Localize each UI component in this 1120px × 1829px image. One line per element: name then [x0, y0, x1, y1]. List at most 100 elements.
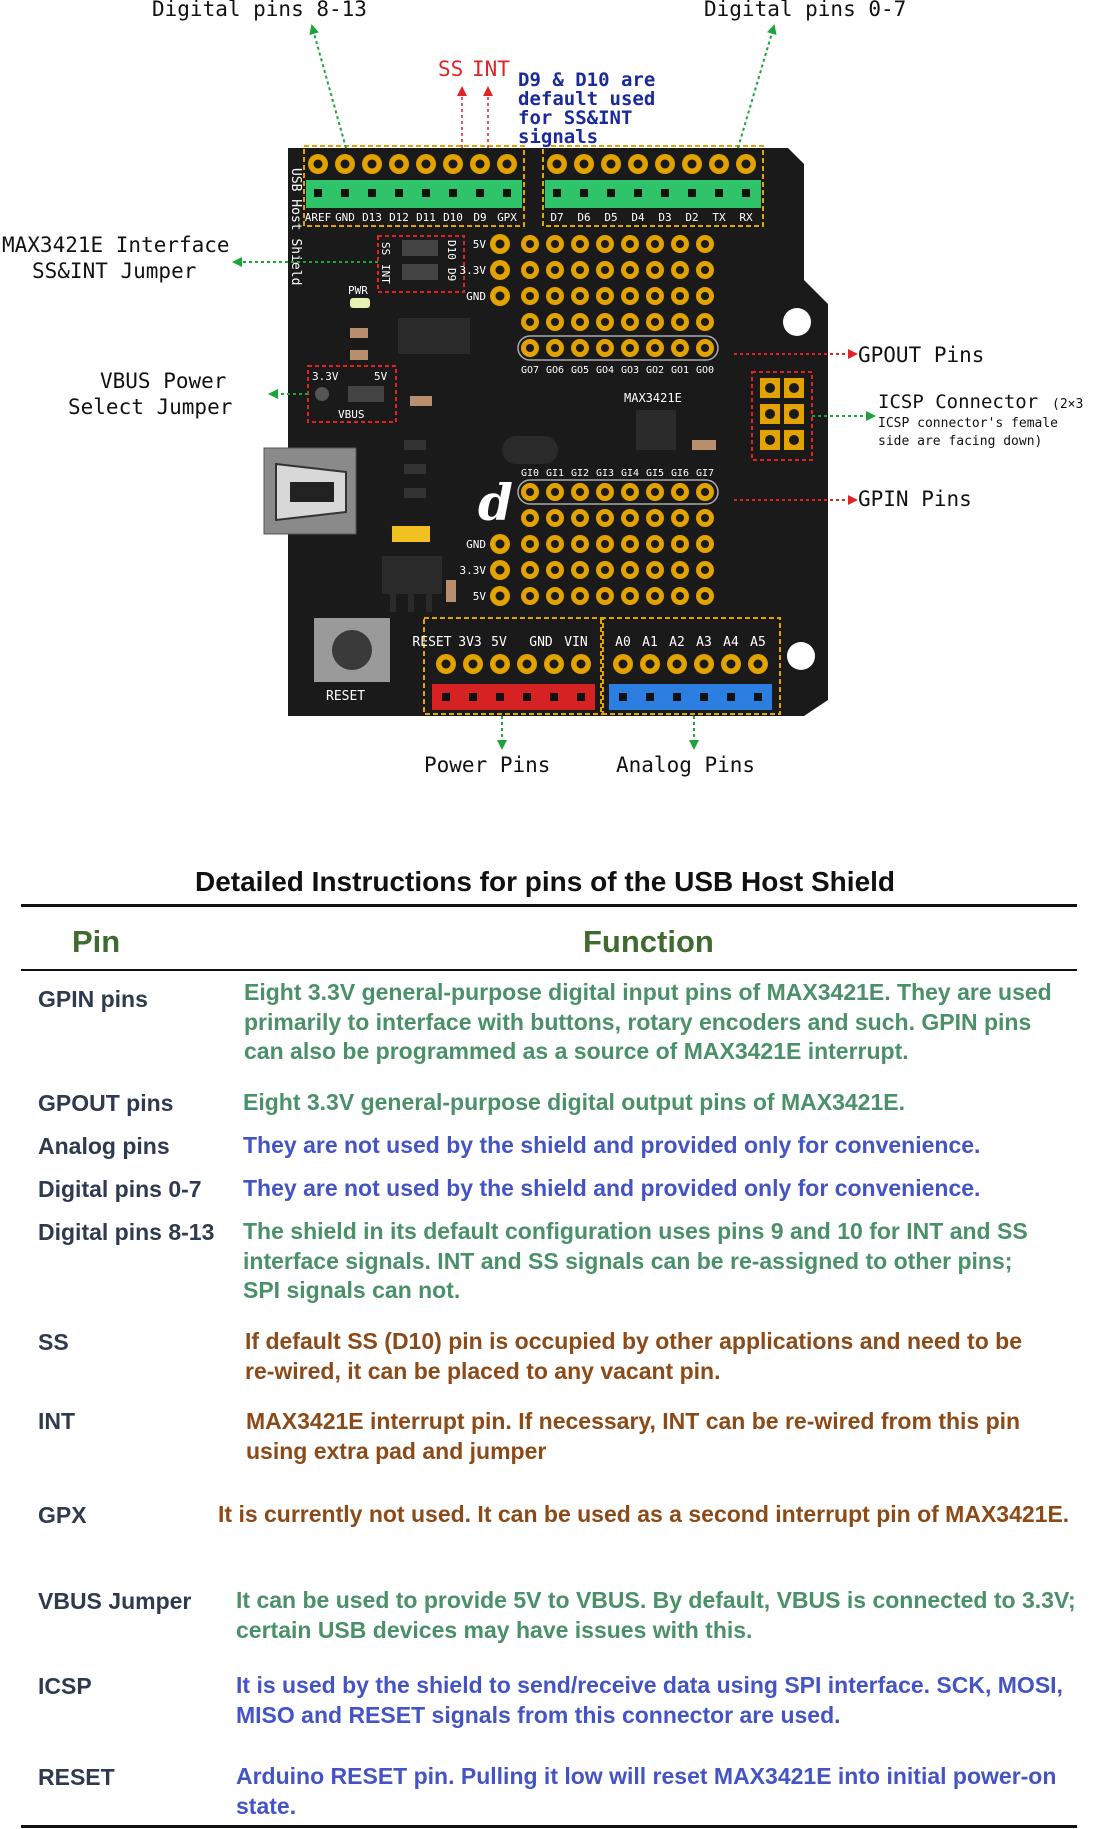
mount-hole	[787, 642, 815, 670]
label-vbus-1: VBUS Power	[100, 369, 226, 393]
pin-hole	[625, 591, 635, 601]
pin-hole	[600, 265, 610, 275]
pin-hole	[502, 159, 512, 169]
pin-name: SS	[38, 1329, 69, 1355]
header-socket	[553, 189, 561, 197]
pin-hole	[700, 265, 710, 275]
pin-hole	[448, 159, 458, 169]
gpo-label: GO1	[671, 365, 689, 376]
header-pin-label: 3V3	[458, 635, 481, 650]
header-pin-label: GND	[335, 211, 355, 224]
pin-hole	[699, 659, 709, 669]
note-line: D9 & D10 are	[518, 69, 655, 91]
pin-hole	[550, 565, 560, 575]
label-power: Power Pins	[424, 753, 550, 777]
gpi-label: GI7	[696, 468, 714, 479]
header-pin-label: 5V	[491, 635, 507, 650]
header-socket	[496, 693, 504, 701]
pin-hole	[700, 565, 710, 575]
icsp-connector	[760, 378, 804, 450]
component	[398, 318, 470, 354]
header-pin-label: GPX	[497, 211, 517, 224]
pin-hole	[650, 239, 660, 249]
jumper-row-label: SS	[379, 242, 392, 255]
pin-hole	[525, 513, 535, 523]
female-header	[609, 684, 772, 710]
volt-label: 5V	[473, 238, 487, 251]
female-header	[306, 180, 522, 208]
pin-hole	[495, 265, 505, 275]
label-icsp-2: ICSP connector's female	[878, 416, 1058, 431]
pin-hole	[600, 591, 610, 601]
label-digital-8-13: Digital pins 8-13	[152, 0, 367, 21]
gpi-label: GI4	[621, 468, 639, 479]
pin-hole	[550, 317, 560, 327]
gpi-label: GI0	[521, 468, 539, 479]
pin-hole	[579, 159, 589, 169]
header-pin-label: D4	[631, 211, 645, 224]
pin-hole	[600, 317, 610, 327]
header-socket	[754, 693, 762, 701]
label-max-jumper-1: MAX3421E Interface	[2, 233, 230, 257]
header-socket	[341, 189, 349, 197]
pin-hole	[550, 291, 560, 301]
header-socket	[469, 693, 477, 701]
gpo-outline	[517, 335, 719, 361]
pin-hole	[625, 265, 635, 275]
pin-hole	[625, 565, 635, 575]
table-top-rule	[21, 904, 1077, 907]
pin-hole	[650, 487, 660, 497]
gpo-label: GO4	[596, 365, 614, 376]
pin-hole	[575, 239, 585, 249]
header-socket	[368, 189, 376, 197]
pin-function: They are not used by the shield and prov…	[243, 1175, 981, 1201]
component	[404, 488, 426, 498]
pin-function: It is currently not used. It can be used…	[218, 1501, 1070, 1527]
header-pin-label: D7	[550, 211, 563, 224]
header-socket	[673, 693, 681, 701]
voltage-regulator	[382, 556, 442, 594]
header-socket	[523, 693, 531, 701]
pin-hole	[550, 539, 560, 549]
arrow-digital-0-7	[737, 24, 777, 149]
pin-hole	[575, 343, 585, 353]
label-vbus-2: Select Jumper	[68, 395, 232, 419]
pin-hole	[575, 317, 585, 327]
reset-button-cap[interactable]	[332, 630, 372, 670]
header-pin-label: D10	[443, 211, 463, 224]
pin-hole	[394, 159, 404, 169]
header-socket	[742, 189, 750, 197]
pin-hole	[650, 343, 660, 353]
gpi-label: GI6	[671, 468, 689, 479]
capacitor	[410, 396, 432, 406]
header-pin-label: GND	[529, 635, 553, 650]
pin-hole	[650, 513, 660, 523]
pin-hole	[625, 343, 635, 353]
pin-hole	[600, 239, 610, 249]
header-socket	[580, 189, 588, 197]
header-outline	[542, 145, 764, 227]
pin-hole	[550, 265, 560, 275]
pin-function: The shield in its default configuration …	[243, 1218, 1028, 1303]
pin-hole	[675, 265, 685, 275]
header-pin: Pin	[72, 924, 121, 959]
label-gpin: GPIN Pins	[858, 487, 972, 511]
pin-hole	[495, 659, 505, 669]
gpo-label: GO7	[521, 365, 539, 376]
table-title: Detailed Instructions for pins of the US…	[194, 866, 896, 897]
prototyping-grid	[521, 235, 714, 605]
pin-hole	[550, 343, 560, 353]
header-pin-label: D12	[389, 211, 409, 224]
pin-name: Digital pins 8-13	[38, 1219, 215, 1245]
pin-hole	[550, 487, 560, 497]
chip-label: MAX3421E	[624, 391, 682, 405]
header-socket	[476, 189, 484, 197]
pin-hole	[525, 343, 535, 353]
gpi-outline	[517, 479, 719, 505]
volt-label: 5V	[473, 590, 487, 603]
female-header	[545, 180, 761, 208]
pin-hole	[495, 565, 505, 575]
header-outline	[423, 617, 604, 715]
